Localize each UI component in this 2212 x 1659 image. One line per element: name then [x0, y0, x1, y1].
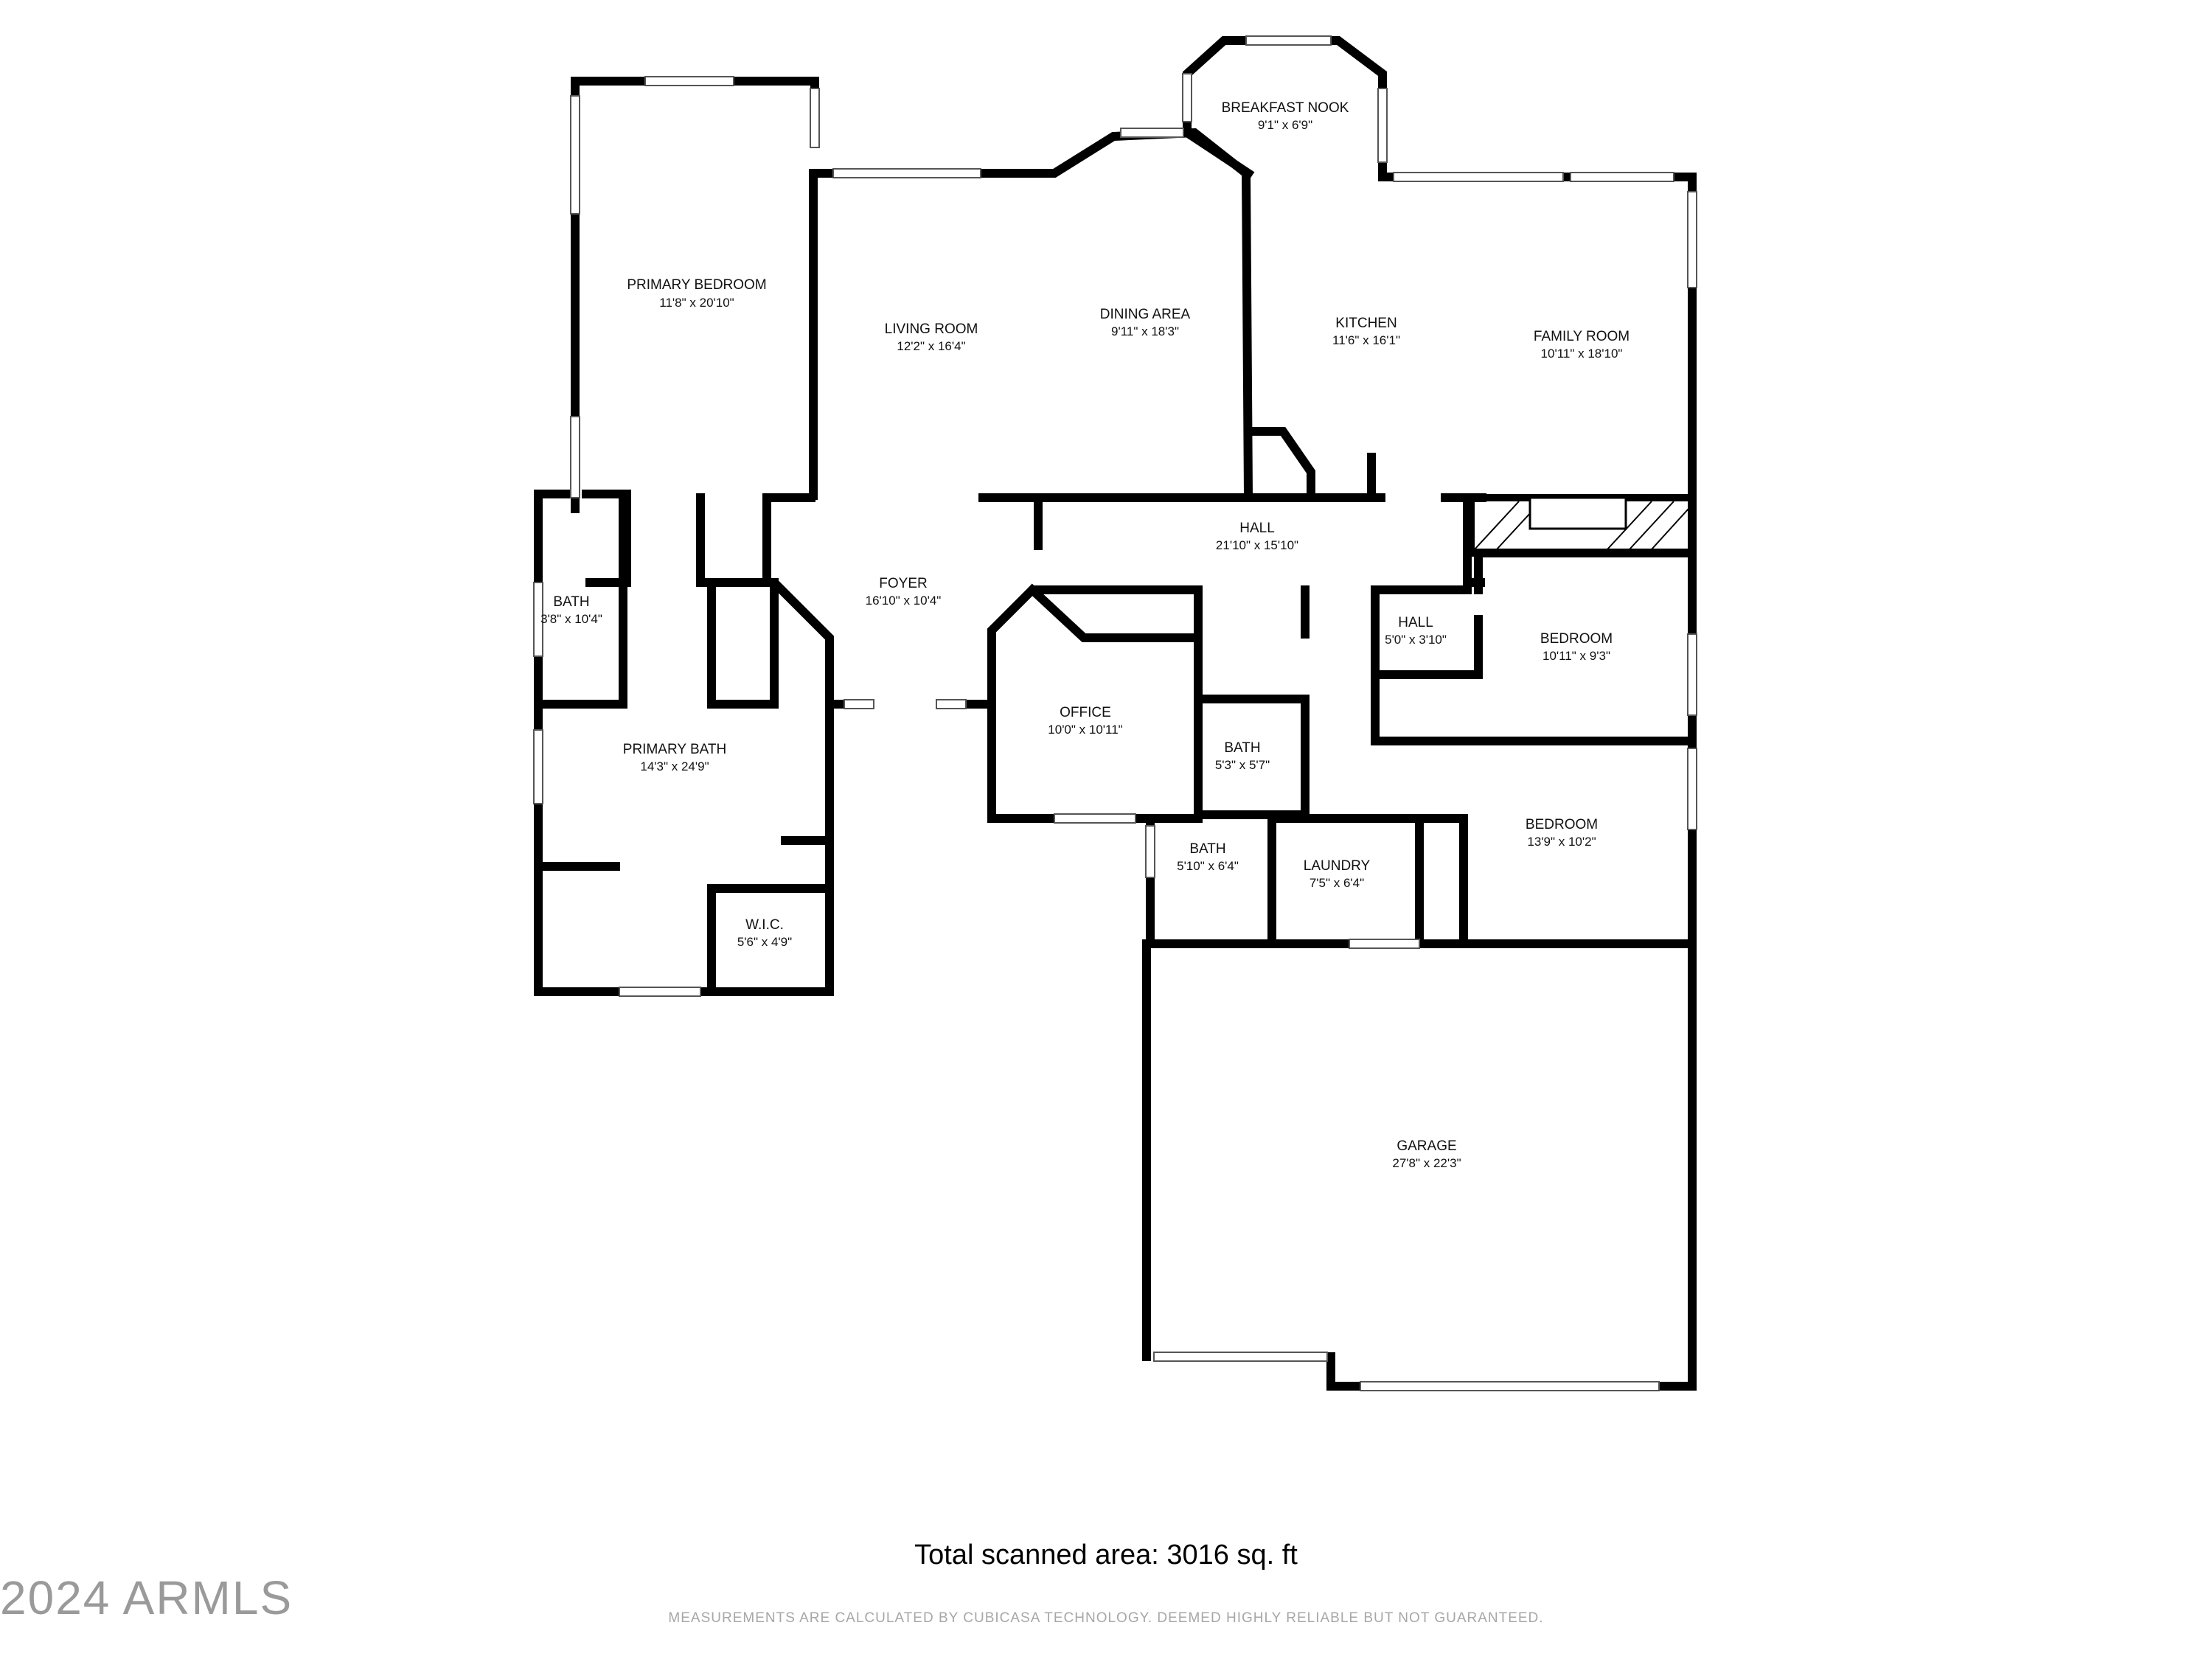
- window: [1377, 88, 1388, 163]
- room-kitchen-name: KITCHEN: [1335, 316, 1397, 331]
- window: [844, 699, 874, 709]
- room-bedroom-upper-name: BEDROOM: [1540, 631, 1613, 647]
- window: [832, 168, 981, 178]
- room-wic-dims: 5'6" x 4'9": [737, 935, 792, 949]
- room-hall-main-dims: 21'10" x 15'10": [1216, 538, 1298, 552]
- window: [619, 987, 701, 997]
- room-wic-name: W.I.C.: [745, 917, 784, 933]
- windows: [533, 35, 1697, 1391]
- room-living-room-dims: 12'2" x 16'4": [897, 339, 965, 353]
- room-primary-bath-name: PRIMARY BATH: [623, 742, 726, 757]
- disclaimer-text: MEASUREMENTS ARE CALCULATED BY CUBICASA …: [668, 1610, 1544, 1626]
- window: [644, 76, 734, 86]
- window: [1054, 813, 1136, 824]
- window: [1687, 748, 1697, 830]
- room-bath-center-name: BATH: [1224, 740, 1260, 756]
- room-hall-small-name: HALL: [1398, 615, 1433, 630]
- room-family-room-name: FAMILY ROOM: [1534, 329, 1630, 344]
- window: [1687, 191, 1697, 288]
- room-primary-bedroom-dims: 11'8" x 20'10": [659, 296, 734, 310]
- window: [570, 95, 580, 215]
- room-family-room-dims: 10'11" x 18'10": [1541, 347, 1623, 361]
- walls: [534, 36, 1697, 1391]
- room-labels: PRIMARY BEDROOM 11'8" x 20'10" LIVING RO…: [540, 100, 1630, 1170]
- room-breakfast-nook-dims: 9'1" x 6'9": [1258, 118, 1312, 132]
- room-bath-primary-small-name: BATH: [553, 594, 589, 610]
- watermark: 2024 ARMLS: [0, 1571, 293, 1624]
- room-bath-center-dims: 5'3" x 5'7": [1215, 758, 1270, 772]
- window: [533, 582, 543, 657]
- fireplace: [1474, 496, 1689, 550]
- room-office-name: OFFICE: [1060, 705, 1111, 720]
- room-bath-lower-dims: 5'10" x 6'4": [1177, 859, 1239, 873]
- window: [1145, 825, 1155, 878]
- garage-door: [1360, 1381, 1660, 1391]
- room-hall-small-dims: 5'0" x 3'10": [1385, 633, 1447, 647]
- room-bedroom-upper-dims: 10'11" x 9'3": [1543, 649, 1610, 663]
- window: [570, 416, 580, 498]
- door-opening: [1349, 939, 1420, 949]
- window: [1120, 128, 1184, 138]
- room-dining-area-dims: 9'11" x 18'3": [1111, 324, 1179, 338]
- room-bath-primary-small-dims: 3'8" x 10'4": [540, 612, 602, 626]
- window: [1393, 172, 1564, 182]
- room-laundry-name: LAUNDRY: [1304, 858, 1371, 874]
- room-primary-bedroom-name: PRIMARY BEDROOM: [627, 277, 766, 293]
- room-breakfast-nook-name: BREAKFAST NOOK: [1222, 100, 1349, 116]
- garage-door: [1153, 1352, 1328, 1362]
- room-garage-name: GARAGE: [1397, 1138, 1456, 1154]
- room-garage-dims: 27'8" x 22'3": [1392, 1156, 1461, 1170]
- room-bedroom-lower-name: BEDROOM: [1526, 817, 1598, 832]
- window: [1182, 73, 1192, 122]
- room-laundry-dims: 7'5" x 6'4": [1310, 876, 1364, 890]
- window: [1687, 633, 1697, 716]
- room-foyer-dims: 16'10" x 10'4": [866, 594, 942, 608]
- window: [533, 729, 543, 804]
- window: [810, 88, 820, 148]
- room-hall-main-name: HALL: [1239, 521, 1275, 536]
- window: [936, 699, 967, 709]
- room-kitchen-dims: 11'6" x 16'1": [1332, 333, 1400, 347]
- room-foyer-name: FOYER: [879, 576, 927, 591]
- room-primary-bath-dims: 14'3" x 24'9": [640, 759, 709, 773]
- room-dining-area-name: DINING AREA: [1100, 307, 1191, 322]
- window: [1570, 172, 1674, 182]
- room-bath-lower-name: BATH: [1189, 841, 1225, 857]
- room-living-room-name: LIVING ROOM: [885, 321, 978, 337]
- room-office-dims: 10'0" x 10'11": [1048, 723, 1122, 737]
- window: [1245, 35, 1332, 46]
- total-area-text: Total scanned area: 3016 sq. ft: [914, 1540, 1298, 1571]
- room-bedroom-lower-dims: 13'9" x 10'2": [1527, 835, 1596, 849]
